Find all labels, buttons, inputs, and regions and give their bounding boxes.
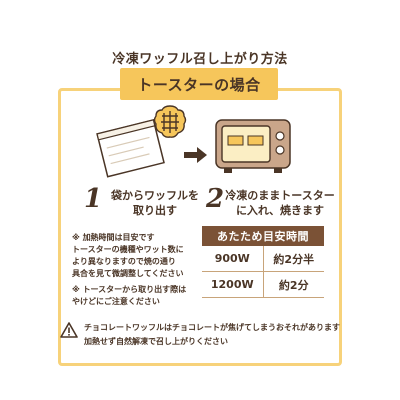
heating-time-table: あたため目安時間 900W 約2分半 1200W 約2分 (202, 226, 324, 298)
note-line: ※ トースターから取り出す際は (72, 285, 187, 294)
time-cell: 約2分半 (273, 252, 315, 266)
note-line: ※ 加熱時間は目安です (72, 233, 155, 242)
banner-label: トースターの場合 (137, 75, 261, 94)
notes: ※ 加熱時間は目安です トースターの機種やワット数に より異なりますので焼の通り… (72, 232, 197, 312)
table-row: 1200W 約2分 (202, 272, 324, 298)
step-1-line-2: 取り出す (133, 204, 177, 217)
step-1-text: 袋からワッフルを 取り出す (100, 188, 210, 218)
note-line: やけどにご注意ください (72, 297, 160, 306)
time-cell: 約2分 (278, 278, 309, 292)
note-heating-time: ※ 加熱時間は目安です トースターの機種やワット数に より異なりますので焼の通り… (72, 232, 197, 280)
step-1-line-1: 袋からワッフルを (111, 189, 199, 202)
waffle-bag-illustration (96, 119, 165, 178)
wattage-cell: 900W (202, 246, 264, 271)
note-line: より異なりますので焼の通り (72, 257, 176, 266)
arrow-right-icon (184, 147, 207, 163)
toaster-banner: トースターの場合 (120, 68, 278, 100)
table-row: 900W 約2分半 (202, 246, 324, 272)
page-title: 冷凍ワッフル召し上がり方法 (112, 52, 288, 67)
toaster-illustration (215, 119, 291, 173)
warning-line-2: 加熱せず自然解凍で召し上がりください (84, 337, 228, 346)
note-line: トースターの機種やワット数に (72, 245, 184, 254)
note-line: 具合を見て微調整してください (72, 269, 184, 278)
step-1-number: 1 (84, 184, 103, 214)
table-header: あたため目安時間 (202, 226, 324, 246)
warning-line-1: チョコレートワッフルはチョコレートが焦げてしまうおそれがあります (84, 323, 340, 332)
waffle-icon (153, 105, 187, 138)
step-2-line-2: に入れ、焼きます (235, 204, 325, 217)
warning-triangle-icon (60, 322, 78, 338)
step-2-line-1: 冷凍のままトースター (225, 189, 335, 202)
note-burn-caution: ※ トースターから取り出す際は やけどにご注意ください (72, 284, 197, 308)
wattage-cell: 1200W (202, 272, 264, 297)
step-2-text: 冷凍のままトースター に入れ、焼きます (220, 188, 340, 218)
step-2-number: 2 (206, 184, 225, 214)
